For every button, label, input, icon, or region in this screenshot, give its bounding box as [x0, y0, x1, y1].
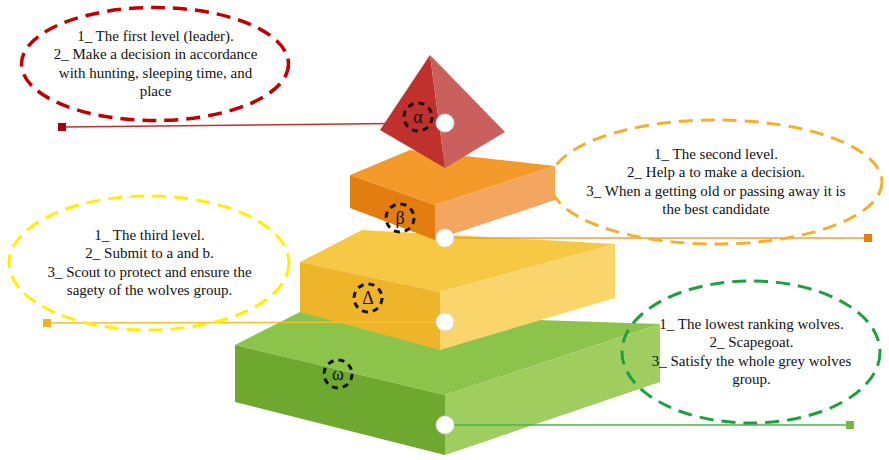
callout-text: 2_ Make a decision in accordance with hu… [46, 45, 265, 100]
callout-body: 1_ The third level.2_ Submit to a and b.… [35, 226, 264, 299]
callout-outline [6, 193, 292, 333]
symbol-circle [354, 284, 382, 312]
callout-outline [619, 278, 883, 426]
callout-text: 2_ Help a to make a decision. [581, 163, 851, 181]
callout-ellipse: 1_ The lowest ranking wolves.2_ Scapegoa… [619, 278, 883, 426]
callout-text: 1_ The second level. [581, 145, 851, 163]
callout-outline [622, 281, 880, 423]
callout-ellipse: 1_ The second level.2_ Help a to make a … [547, 117, 885, 247]
level-symbol: Δ [353, 283, 383, 313]
callout-text: 1_ The third level. [35, 226, 264, 244]
greek-letter: Δ [362, 289, 374, 307]
callout-text: 2_ Scapegoat. [646, 333, 857, 351]
callout-body: 1_ The second level.2_ Help a to make a … [581, 145, 851, 218]
delta-slab [300, 230, 615, 350]
callout-text: 2_ Submit to a and b. [35, 244, 264, 262]
callout-text: 3_ When a getting old or passing away it… [581, 182, 851, 219]
level-symbol: β [385, 203, 415, 233]
callout-outline [547, 117, 885, 247]
callout-text: 3_ Satisfy the whole grey wolves group. [646, 352, 857, 389]
callout-outline [9, 196, 289, 330]
callout-outline [18, 4, 292, 124]
greek-letter: α [413, 108, 422, 126]
level-dots [436, 114, 454, 434]
callout-ellipse: 1_ The first level (leader).2_ Make a de… [18, 4, 292, 124]
symbol-circle [386, 204, 414, 232]
callout-text: 1_ The first level (leader). [46, 27, 265, 45]
symbol-circle [324, 360, 352, 388]
symbol-circle [404, 103, 432, 131]
callout-text: 3_ Scout to protect and ensure the saget… [35, 263, 264, 300]
callout-body: 1_ The first level (leader).2_ Make a de… [46, 27, 265, 100]
callout-body: 1_ The lowest ranking wolves.2_ Scapegoa… [646, 315, 857, 388]
callout-outline [550, 120, 882, 244]
callout-outline [22, 8, 289, 121]
level-symbol: α [403, 102, 433, 132]
level-symbol: ω [323, 359, 353, 389]
greek-letter: ω [332, 365, 344, 383]
alpha-top [380, 55, 505, 168]
callout-ellipse: 1_ The third level.2_ Submit to a and b.… [6, 193, 292, 333]
greek-letter: β [395, 209, 404, 227]
callout-text: 1_ The lowest ranking wolves. [646, 315, 857, 333]
